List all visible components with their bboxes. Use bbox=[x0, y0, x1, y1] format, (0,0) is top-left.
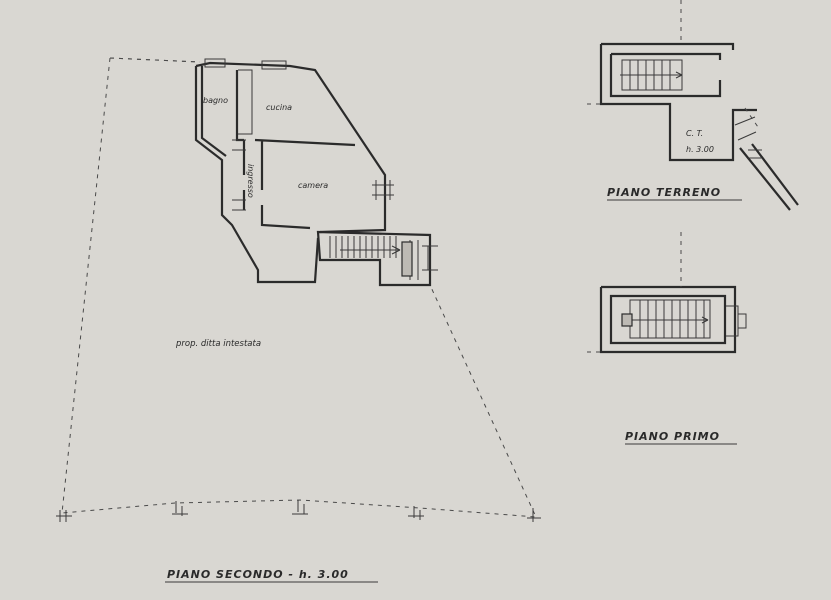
interior-walls bbox=[235, 70, 356, 230]
title-piano-primo: PIANO PRIMO bbox=[625, 430, 720, 443]
property-label: prop. ditta intestata bbox=[175, 339, 261, 349]
ct-label: C. T. bbox=[686, 129, 703, 138]
piano-terreno-plan: C. T. h. 3.00 PIANO TERRENO bbox=[587, 0, 799, 211]
terreno-ramp bbox=[739, 143, 799, 211]
room-label-camera: camera bbox=[298, 181, 328, 190]
terreno-walls bbox=[599, 42, 757, 162]
primo-openings bbox=[726, 305, 747, 337]
stair-block bbox=[316, 230, 438, 287]
primo-hatch bbox=[621, 313, 633, 327]
top-windows bbox=[204, 58, 287, 135]
piano-primo-plan: PIANO PRIMO bbox=[587, 232, 747, 445]
boundary-ticks bbox=[56, 500, 541, 522]
terreno-openings bbox=[734, 116, 762, 159]
primo-stair bbox=[629, 299, 711, 339]
room-label-cucina: cucina bbox=[266, 103, 292, 112]
piano-secondo-plan: bagno cucina ingresso camera prop. ditta… bbox=[56, 57, 541, 522]
property-boundary-line bbox=[61, 57, 537, 518]
primo-walls bbox=[599, 285, 737, 354]
title-piano-terreno: PIANO TERRENO bbox=[607, 186, 721, 199]
right-openings bbox=[232, 139, 394, 211]
apartment-walls bbox=[194, 61, 387, 284]
ct-height: h. 3.00 bbox=[686, 145, 714, 154]
terreno-outer-dash bbox=[587, 0, 761, 131]
terreno-stair bbox=[620, 59, 683, 91]
room-label-ingresso: ingresso bbox=[246, 164, 255, 198]
title-piano-secondo: PIANO SECONDO - h. 3.00 bbox=[167, 568, 349, 581]
room-label-bagno: bagno bbox=[203, 96, 228, 105]
primo-outer-dash bbox=[587, 232, 682, 353]
